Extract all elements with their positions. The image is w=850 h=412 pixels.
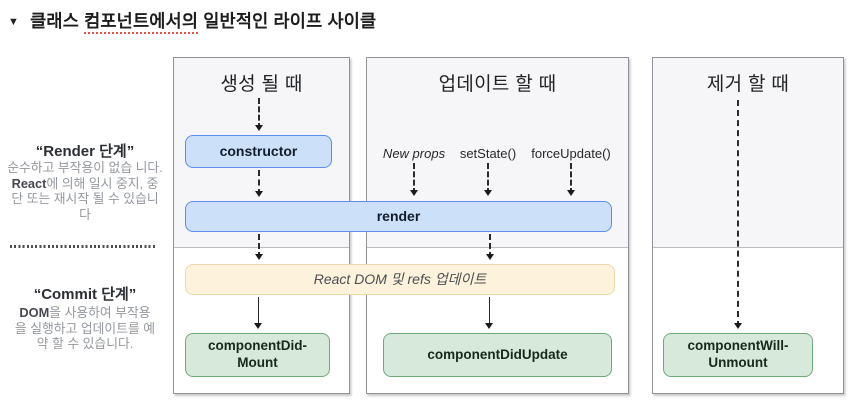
commit-phase-label: “Commit 단계” <box>33 286 137 303</box>
commit-desc-bold: DOM <box>19 305 50 320</box>
render-desc-bold: React <box>11 175 47 191</box>
node-render-label: render <box>376 207 421 224</box>
node-will-unmount-line1: componentWill- <box>687 338 789 354</box>
node-render: render <box>185 201 612 232</box>
arrow-header-to-willunmount <box>734 100 742 329</box>
arrow-reactdom-to-didmount <box>254 297 262 329</box>
title-text-underlined: 컴포넌트에서의 <box>84 11 199 34</box>
arrow-newprops-to-render <box>410 163 418 196</box>
arrow-render-to-reactdom-left <box>255 234 263 260</box>
triangle-marker-icon: ▼ <box>8 16 20 28</box>
node-did-update-label: componentDidUpdate <box>427 346 568 362</box>
render-phase-label: “Render 단계” <box>35 143 135 160</box>
node-constructor: constructor <box>185 135 332 168</box>
arrow-reactdom-to-didupdate <box>485 297 493 329</box>
column-update-header: 업데이트 할 때 <box>438 74 557 95</box>
arrow-forceupdate-to-render <box>567 163 575 196</box>
node-component-did-mount: componentDid- Mount <box>185 333 330 377</box>
title-text-post: 일반적인 라이프 사이클 <box>198 11 377 31</box>
render-phase-description: 순수하고 부작용이 없습 니다. React에 의해 일시 중지, 중단 또는 … <box>6 160 164 222</box>
node-component-did-update: componentDidUpdate <box>383 333 612 377</box>
commit-desc-post: 을 사용하여 부작용 을 실행하고 업데이트를 예약 할 수 있습니다. <box>14 305 156 352</box>
arrow-header-to-constructor <box>255 98 263 131</box>
node-did-mount-line1: componentDid- <box>208 338 307 354</box>
trigger-forceupdate: forceUpdate() <box>531 146 611 161</box>
trigger-new-props: New props <box>382 146 446 161</box>
node-react-dom-update: React DOM 및 refs 업데이트 <box>185 264 615 295</box>
render-desc-post: 에 의해 일시 중지, 중단 또는 재시작 될 수 있습니다 <box>11 175 159 222</box>
node-react-dom-update-label: React DOM 및 refs 업데이트 <box>313 270 487 287</box>
arrow-render-to-reactdom-right <box>486 234 494 260</box>
node-will-unmount-line2: Unmount <box>708 355 768 370</box>
commit-phase-description: DOM을 사용하여 부작용 을 실행하고 업데이트를 예약 할 수 있습니다. <box>12 305 158 352</box>
column-unmount-header: 제거 할 때 <box>706 74 790 95</box>
phase-separator-dotted-line <box>10 245 157 248</box>
arrow-setstate-to-render <box>484 163 492 196</box>
arrow-constructor-to-render <box>255 170 263 197</box>
column-mount-header: 생성 될 때 <box>220 74 303 95</box>
node-did-mount-line2: Mount <box>237 355 278 370</box>
title-text-pre: 클래스 <box>30 11 85 31</box>
trigger-setstate: setState() <box>459 146 517 161</box>
diagram-title: ▼ 클래스 컴포넌트에서의 일반적인 라이프 사이클 <box>8 8 377 34</box>
node-constructor-label: constructor <box>219 142 298 159</box>
render-desc-pre: 순수하고 부작용이 없습 니다. <box>7 160 163 175</box>
node-component-will-unmount: componentWill- Unmount <box>663 333 813 377</box>
